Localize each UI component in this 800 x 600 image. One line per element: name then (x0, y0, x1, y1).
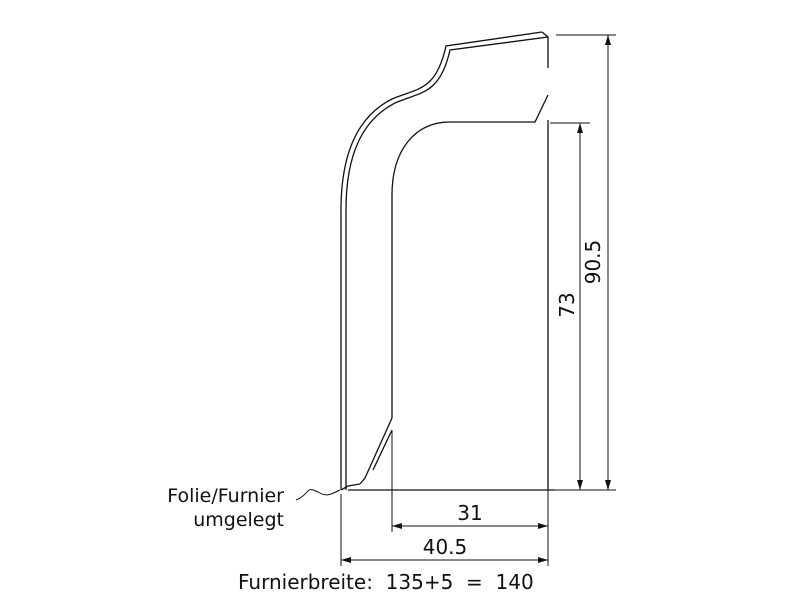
annotation-leader (295, 489, 341, 501)
arrow-73-bottom (577, 480, 583, 490)
profile-inner-cavity-parallel (372, 429, 393, 471)
profile-inner-edge (340, 31, 543, 490)
arrow-31-right (538, 523, 548, 529)
profile-top-flange (541, 31, 549, 38)
arrow-73-top (577, 123, 583, 133)
annotation-line-2: umgelegt (193, 509, 284, 531)
dimension-label-31: 31 (457, 501, 482, 525)
profile-foil-fold (340, 483, 361, 491)
veneer-width-caption: Furnierbreite: 135+5 = 140 (238, 570, 534, 594)
dimension-label-73: 73 (555, 292, 579, 317)
arrow-40-5-right (538, 557, 548, 563)
profile-inner-cavity (359, 94, 549, 485)
dimension-label-40-5: 40.5 (423, 535, 468, 559)
annotation-line-1: Folie/Furnier (167, 485, 284, 507)
arrow-90-5-top (605, 35, 611, 45)
arrow-40-5-left (341, 557, 351, 563)
arrow-90-5-bottom (605, 480, 611, 490)
profile-outer-edge (345, 36, 549, 490)
arrow-31-left (392, 523, 402, 529)
dimension-label-90-5: 90.5 (581, 240, 605, 285)
